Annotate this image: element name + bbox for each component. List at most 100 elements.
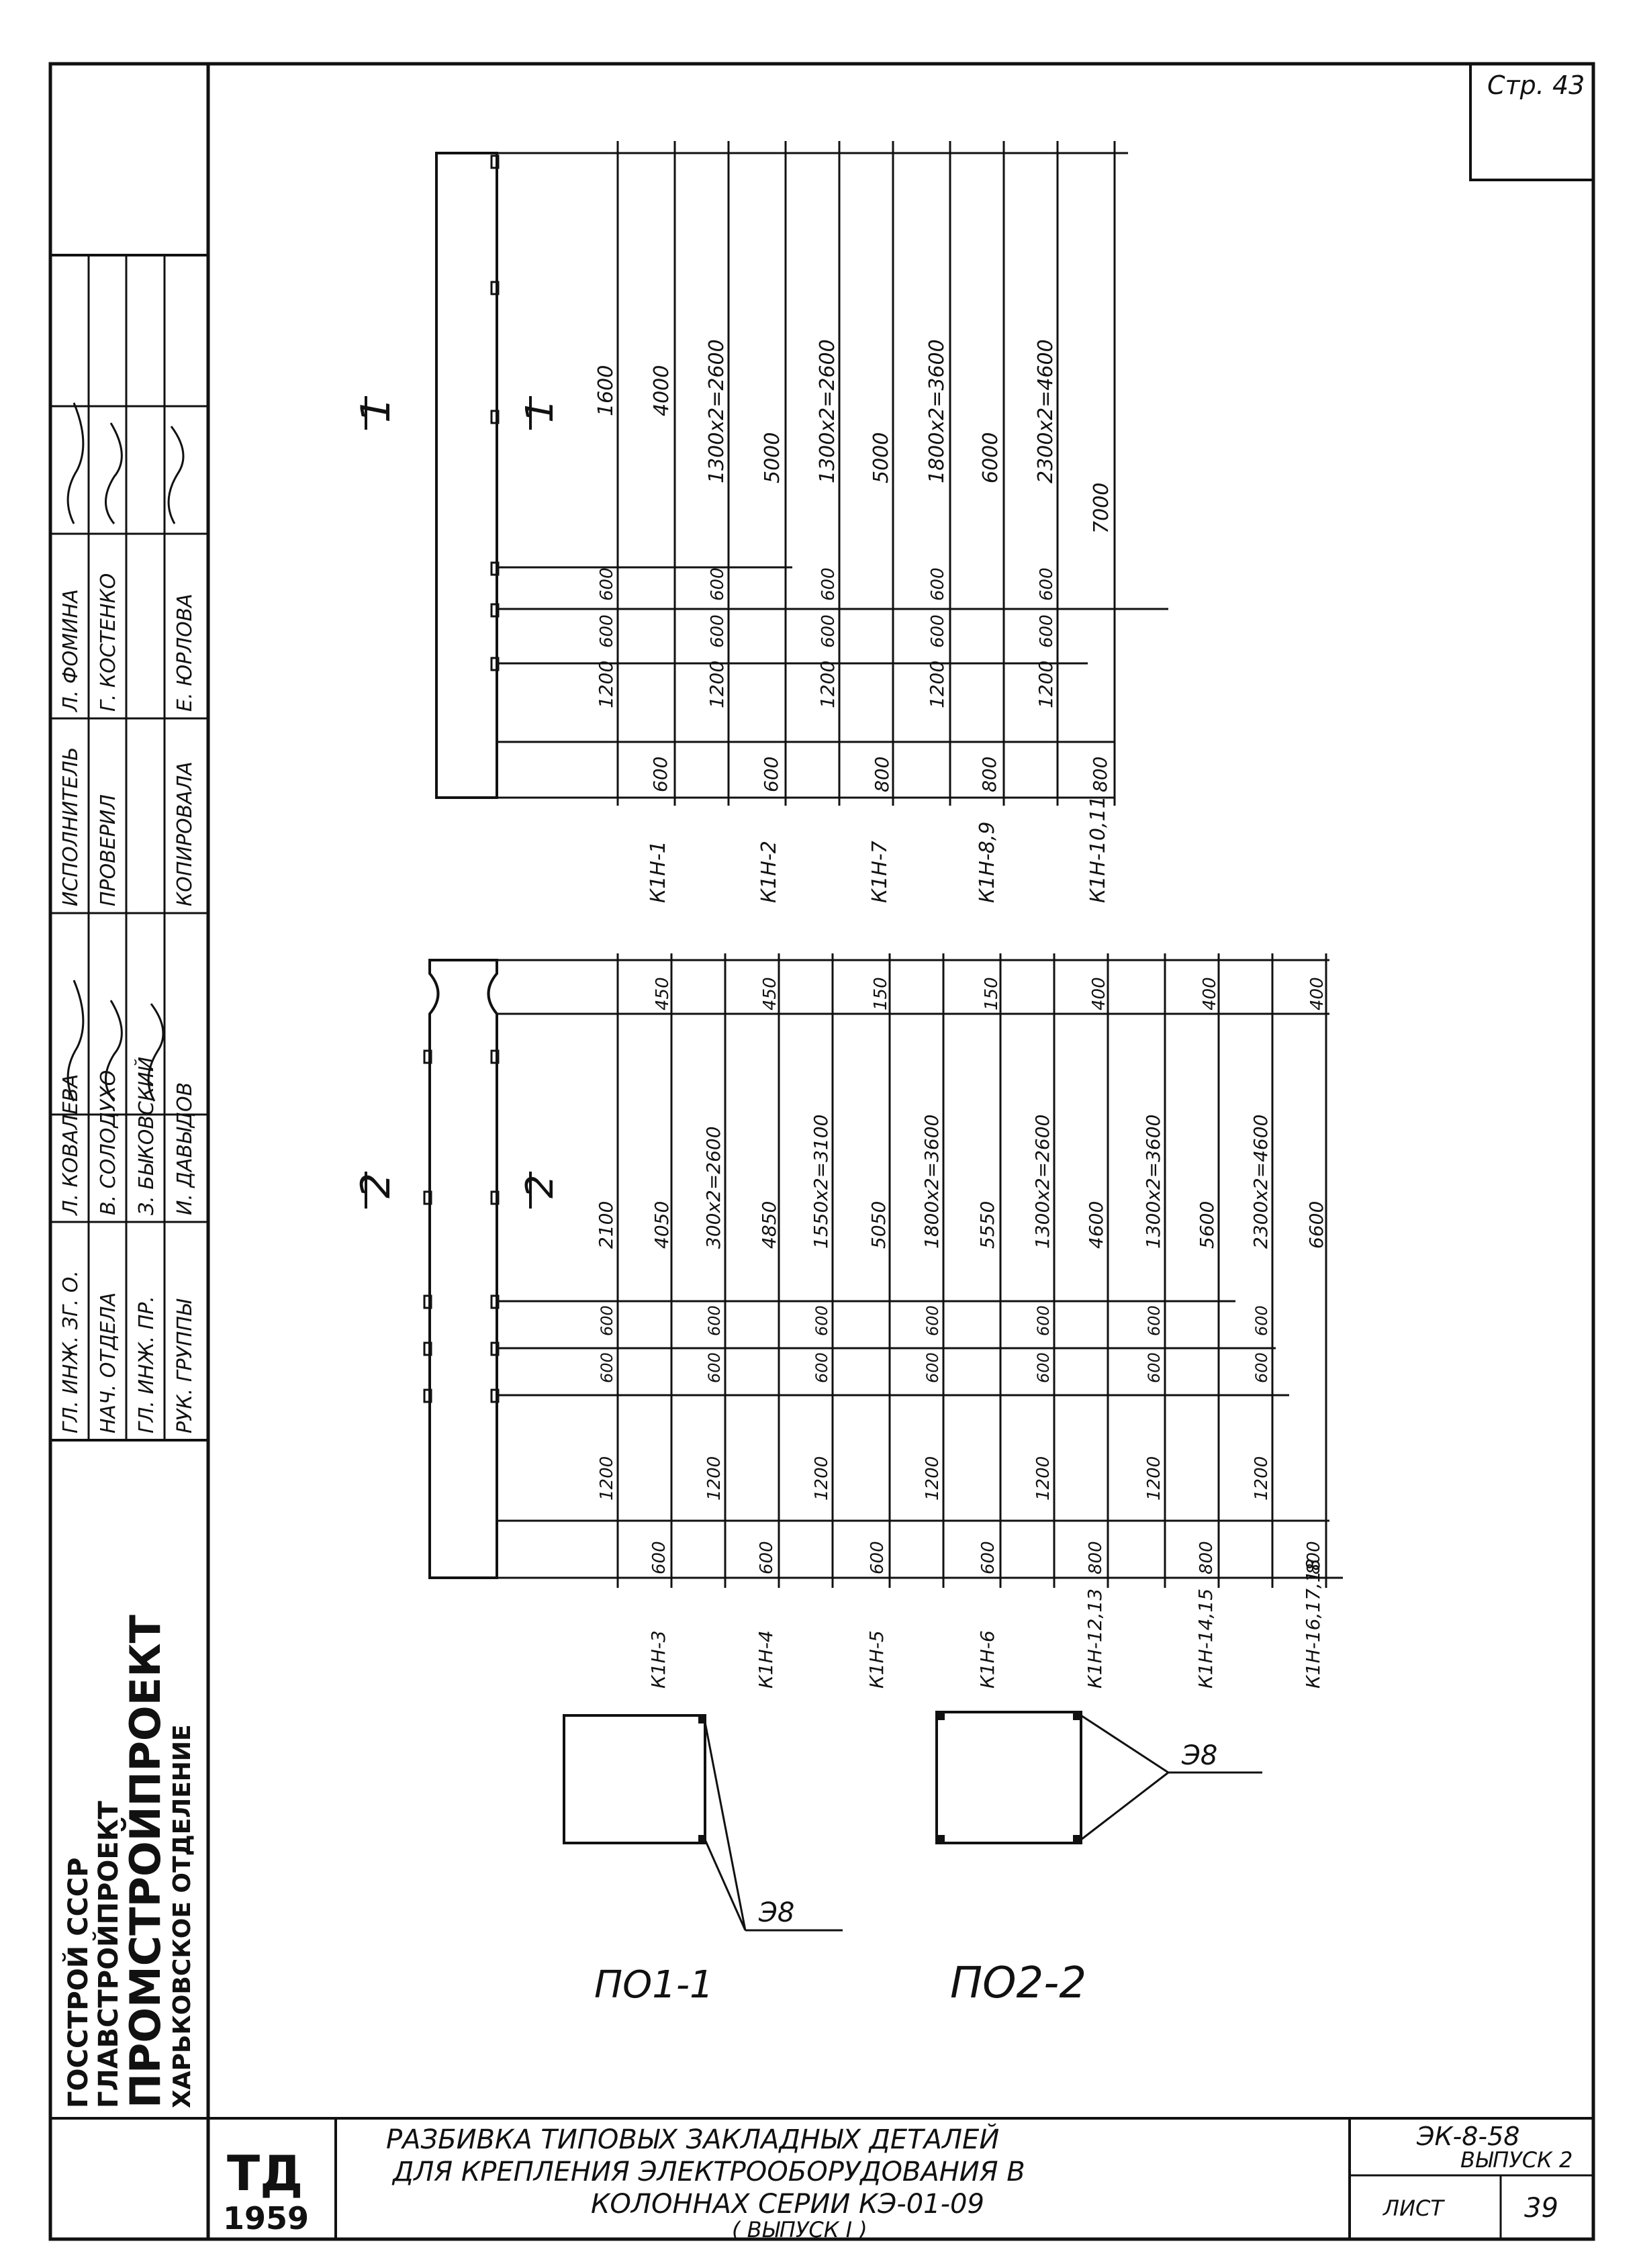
signature-4: [66, 402, 85, 524]
d1-mark-5: К1Н-10,11: [1086, 796, 1110, 903]
signature-3: [147, 1003, 165, 1102]
d2-low-2: 1200: [704, 1456, 724, 1501]
d2-mark-6: К1Н-14,15: [1194, 1589, 1217, 1689]
staff-name-7: Е. ЮРЛОВА: [173, 594, 197, 712]
staff-name-5: Л. ФОМИНА: [59, 589, 83, 712]
d2-head-6: 400: [1200, 977, 1220, 1010]
d2-head-1: 450: [653, 977, 673, 1010]
d2-top-2: 300х2=2600: [702, 1126, 724, 1249]
d2-mid-7: 6600: [1305, 1201, 1327, 1249]
d2-mark-4: К1Н-6: [976, 1630, 998, 1689]
sheet-frame: [48, 62, 1595, 2241]
d1-low-5: 1200: [1035, 661, 1057, 708]
diagram-2-label: 2: [353, 1173, 400, 1198]
td-mark: ТД: [227, 2145, 303, 2202]
d2-mid-6: 5600: [1196, 1201, 1218, 1249]
d1-mid-2: 5000: [761, 432, 784, 483]
title-line-2: ДЛЯ КРЕПЛЕНИЯ ЭЛЕКТРООБОРУДОВАНИЯ В: [391, 2157, 1025, 2187]
section-po1-1: Э8 ПО1-1: [563, 1714, 843, 2007]
org-line-3: ПРОМСТРОЙПРОЕКТ: [121, 1615, 170, 2108]
staff-name-6: Г. КОСТЕНКО: [97, 573, 120, 712]
diagram-1-embedded-parts: [490, 154, 500, 671]
svg-text:600: 600: [812, 1305, 831, 1336]
svg-text:600: 600: [1252, 1352, 1271, 1383]
d2-base-5: 800: [1086, 1541, 1106, 1574]
sheet-number: 39: [1524, 2193, 1558, 2224]
svg-text:600: 600: [708, 614, 728, 648]
d1-base-1: 600: [649, 757, 671, 792]
d2-mid-4: 5550: [976, 1201, 998, 1249]
d2-spacing: 600 600 600 600 600 600 600 600 600 600 …: [598, 1305, 1271, 1383]
d2-top-7: 2300х2=4600: [1250, 1115, 1272, 1249]
d2-head-7: 400: [1307, 977, 1327, 1010]
org-line-2: ГЛАВСТРОЙПРОЕКТ: [92, 1801, 124, 2108]
d1-base-4: 800: [978, 757, 1000, 792]
staff-name-4: И. ДАВЫДОВ: [173, 1082, 197, 1215]
d2-base-4: 600: [978, 1541, 998, 1574]
svg-text:600: 600: [1145, 1305, 1164, 1336]
staff-role-6: ПРОВЕРИЛ: [97, 794, 120, 906]
d1-base-3: 800: [871, 757, 893, 792]
d1-mark-3: К1Н-7: [868, 841, 892, 903]
title-line-1: РАЗБИВКА ТИПОВЫХ ЗАКЛАДНЫХ ДЕТАЛЕЙ: [386, 2123, 999, 2155]
title-line-4: ( ВЫПУСК I ): [732, 2217, 868, 2242]
d2-top-1: 2100: [595, 1201, 617, 1249]
d2-low-6: 1200: [1144, 1456, 1164, 1501]
d2-top-3: 1550х2=3100: [810, 1115, 832, 1249]
d2-low-3: 1200: [812, 1456, 832, 1501]
year: 1959: [223, 2200, 309, 2236]
d2-head-4: 150: [982, 977, 1002, 1010]
svg-text:600: 600: [818, 614, 839, 648]
sheet-code-box: [1469, 64, 1593, 181]
d2-base-7: 800: [1304, 1541, 1324, 1574]
diagram-1-label: 1: [353, 397, 400, 423]
d1-top-1: 1600: [594, 365, 618, 416]
org-line-4: ХАРЬКОВСКОЕ ОТДЕЛЕНИЕ: [169, 1724, 196, 2108]
d1-total: 7000: [1090, 483, 1113, 534]
diagram-1-sublabel: 1: [518, 399, 562, 423]
d1-mark-2: К1Н-2: [757, 841, 781, 903]
d1-spacing: 600 600 600 600 600 600 600 600 600 600: [597, 567, 1057, 648]
svg-text:600: 600: [923, 1352, 942, 1383]
staff-name-3: З. БЫКОВСКИЙ: [134, 1057, 158, 1215]
d2-mid-5: 4600: [1085, 1201, 1107, 1249]
d1-low-3: 1200: [816, 661, 839, 708]
svg-text:600: 600: [818, 567, 839, 601]
diagram-2-sublabel: 2: [518, 1174, 562, 1198]
d2-mark-3: К1Н-5: [865, 1630, 888, 1689]
staff-role-4: РУК. ГРУППЫ: [173, 1298, 197, 1433]
diagram-1: 1 1: [353, 141, 1168, 903]
d2-mid-1: 4050: [651, 1201, 673, 1249]
svg-text:600: 600: [812, 1352, 831, 1383]
d1-low-2: 1200: [706, 661, 728, 708]
column-1-outline: [435, 152, 498, 799]
org-line-1: ГОССТРОЙ СССР: [62, 1857, 94, 2108]
d2-base-1: 600: [649, 1541, 669, 1574]
d1-base-2: 600: [760, 757, 782, 792]
d1-base-5: 800: [1089, 757, 1111, 792]
svg-text:600: 600: [923, 1305, 942, 1336]
d1-mid-1: 4000: [650, 365, 673, 416]
d1-low-1: 1200: [595, 661, 617, 708]
d2-top-6: 1300х2=3600: [1142, 1115, 1164, 1249]
d2-low-1: 1200: [597, 1456, 617, 1501]
svg-text:600: 600: [708, 567, 728, 601]
column-2-outline: [428, 959, 498, 1579]
d1-top-5: 2300х2=4600: [1034, 339, 1058, 483]
bottom-title-block: ТД 1959 РАЗБИВКА ТИПОВЫХ ЗАКЛАДНЫХ ДЕТАЛ…: [208, 2117, 1593, 2242]
svg-text:600: 600: [1145, 1352, 1164, 1383]
staff-role-2: НАЧ. ОТДЕЛА: [97, 1292, 120, 1433]
d2-top-5: 1300х2=2600: [1031, 1115, 1053, 1249]
svg-text:600: 600: [1034, 1352, 1053, 1383]
signature-6: [167, 426, 185, 524]
d2-mark-5: К1Н-12,13: [1084, 1589, 1106, 1689]
d1-top-2: 1300х2=2600: [705, 339, 729, 483]
d1-top-4: 1800х2=3600: [925, 339, 949, 483]
svg-text:600: 600: [1034, 1305, 1053, 1336]
d2-low-5: 1200: [1033, 1456, 1053, 1501]
section-1-ref: Э8: [758, 1897, 794, 1928]
d2-mid-3: 5050: [868, 1201, 890, 1249]
diagram-2: 2 2: [353, 953, 1343, 1689]
d2-low-4: 1200: [923, 1456, 943, 1501]
d2-head-3: 150: [871, 977, 891, 1010]
